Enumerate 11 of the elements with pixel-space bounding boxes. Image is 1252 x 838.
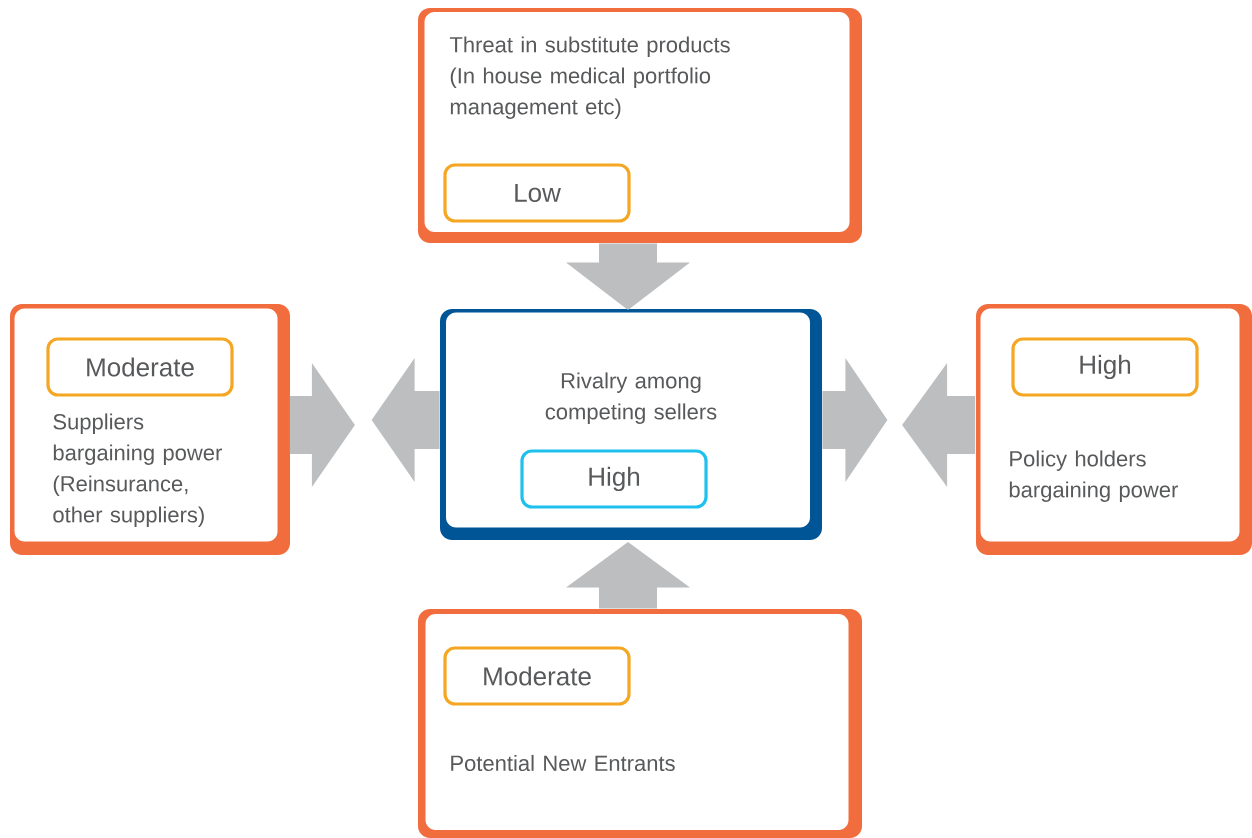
block-arrow [289,363,355,487]
block-arrow [566,243,690,311]
block-arrow [566,541,690,609]
rating-badge: Moderate [443,646,631,706]
rating-badge: Low [443,163,631,223]
block-arrow [371,358,440,482]
rating-badge: High [520,449,708,509]
block-arrow [902,363,976,487]
rating-badge: Moderate [46,337,234,397]
block-arrow [822,358,888,482]
rating-badge: High [1011,337,1199,397]
